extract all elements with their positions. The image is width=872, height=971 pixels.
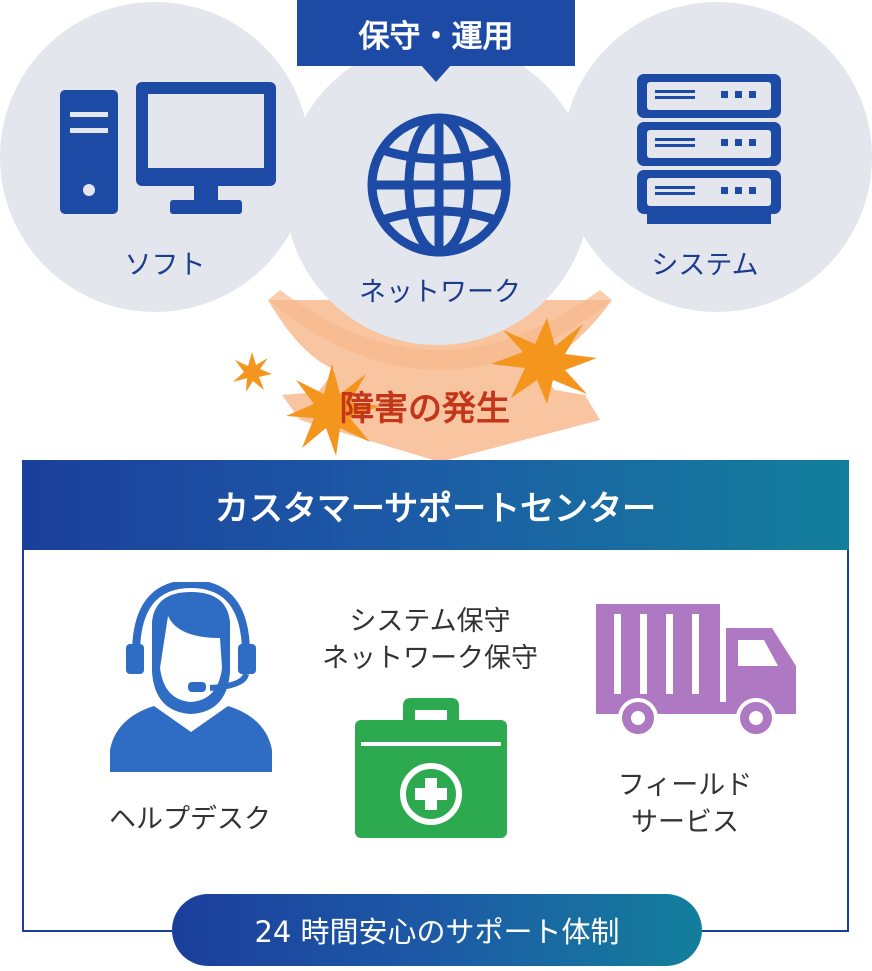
maintenance-label: 保守・運用 xyxy=(358,18,514,55)
incident-label: 障害の発生 xyxy=(340,389,510,429)
operator-icon xyxy=(110,582,272,772)
support-center-title-text: カスタマーサポートセンター xyxy=(214,488,657,529)
support-center-title: カスタマーサポートセンター xyxy=(22,460,849,550)
network-label: ネットワーク xyxy=(359,277,521,308)
server-icon xyxy=(637,74,781,224)
burst-icon xyxy=(233,352,272,392)
support-system-label: 24 時間安心のサポート体制 xyxy=(254,915,620,949)
maintenance-tab: 保守・運用 xyxy=(297,0,575,66)
burst-icon xyxy=(286,364,380,456)
globe-icon xyxy=(367,113,511,257)
maintenance-services-line1: システム保守 xyxy=(349,606,511,637)
system-label: システム xyxy=(651,250,759,281)
field-service-line1: フィールド xyxy=(617,770,753,801)
pc-icon xyxy=(60,82,276,214)
helpdesk-label: ヘルプデスク xyxy=(109,804,271,835)
burst-icon xyxy=(491,318,597,404)
maintenance-services-line2: ネットワーク保守 xyxy=(322,643,538,674)
truck-icon xyxy=(596,604,796,738)
software-label: ソフト xyxy=(124,250,206,281)
field-service-line2: サービス xyxy=(631,807,739,838)
support-system-pill: 24 時間安心のサポート体制 xyxy=(172,894,702,966)
first-aid-icon xyxy=(355,698,507,838)
tab-pointer xyxy=(420,64,452,82)
